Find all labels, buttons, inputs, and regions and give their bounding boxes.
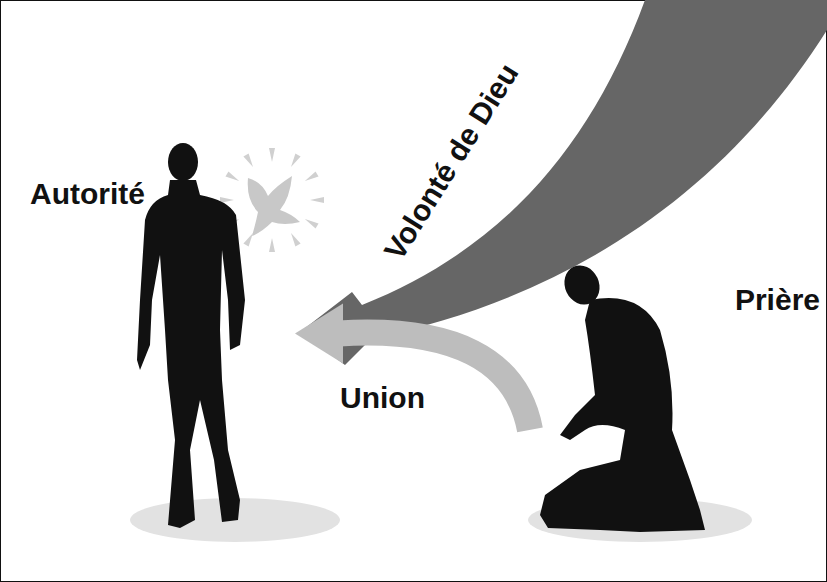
divine-will-band [300,0,827,365]
union-arrow [295,303,530,429]
edge-label: Union [340,381,425,415]
figure-node: Autorité [25,175,295,535]
figure-label: Autorité [30,177,145,211]
standing-figure [137,143,245,528]
figure-node: Prière [530,250,820,540]
figure-label: Prière [735,283,820,317]
kneeling-figure [540,260,705,532]
dove-symbol [248,176,300,236]
